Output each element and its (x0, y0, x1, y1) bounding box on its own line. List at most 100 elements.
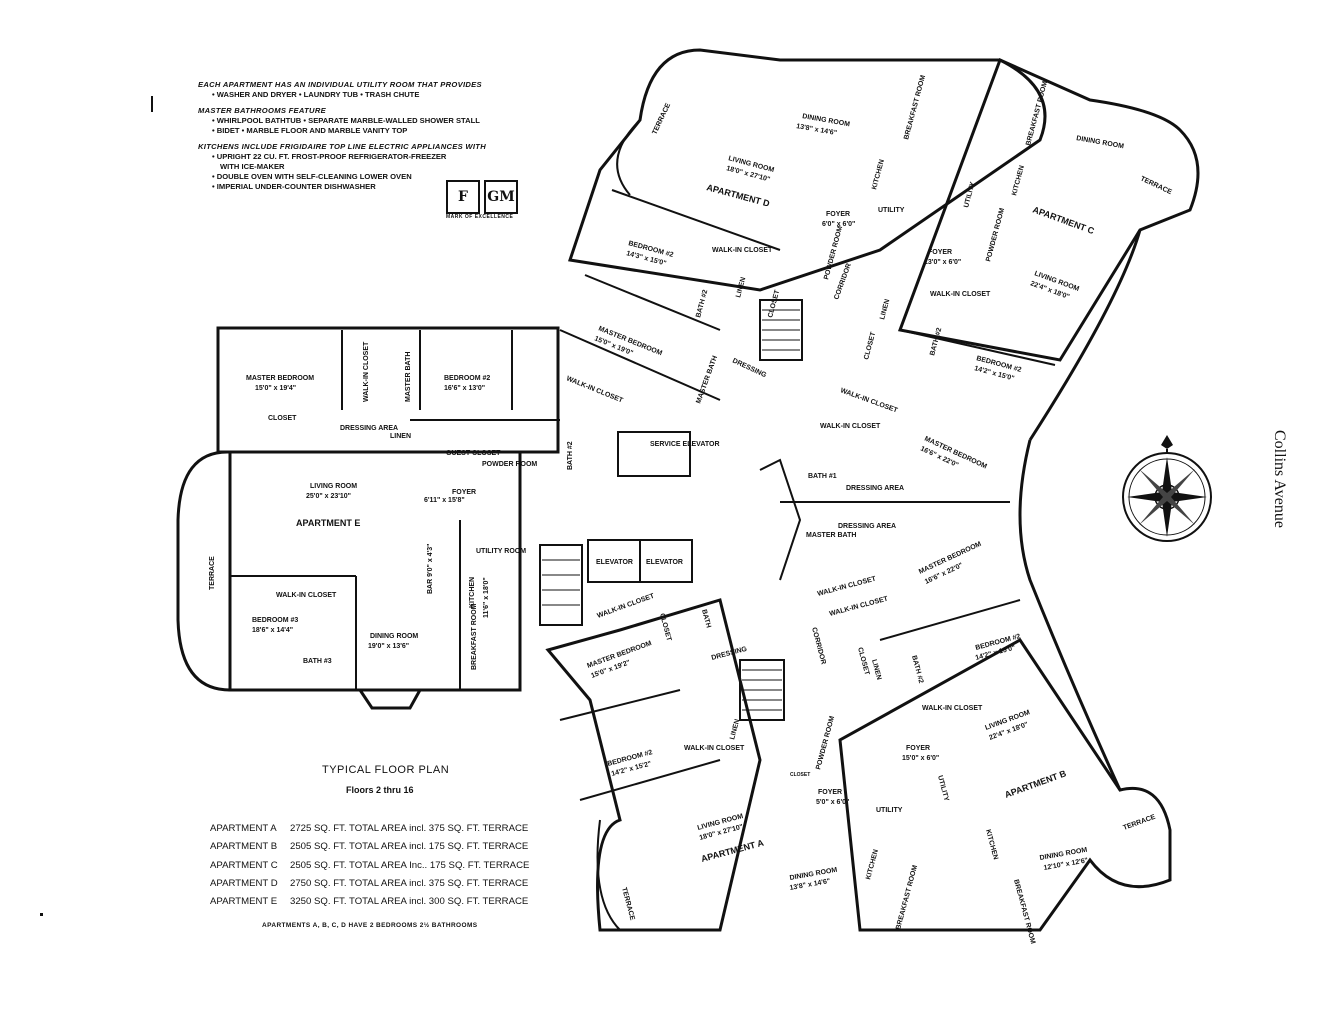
e-closet-label: CLOSET (268, 415, 297, 422)
e-powder-label: POWDER ROOM (482, 461, 537, 468)
d-dining-dim: 13'8" x 14'6" (796, 123, 838, 137)
a-closet-label: CLOSET (658, 613, 672, 643)
c-dining-label: DINING ROOM (1076, 135, 1125, 150)
c-foyer-label: FOYER (928, 249, 952, 256)
b-walkin3-label: WALK-IN CLOSET (922, 705, 983, 712)
apt-e-main (228, 450, 522, 692)
a-walkin2-label: WALK-IN CLOSET (684, 745, 745, 752)
e-bath3-label: BATH #3 (303, 658, 332, 665)
plan-subtitle: Floors 2 thru 16 (346, 785, 414, 795)
c-powder-label: POWDER ROOM (985, 207, 1006, 262)
b-linen-label: LINEN (870, 659, 882, 681)
e-dining-dim: 19'0" x 13'6" (368, 643, 409, 650)
kitchen-item-3: • IMPERIAL UNDER-COUNTER DISHWASHER (212, 182, 376, 191)
b-apartment-label: APARTMENT B (1003, 768, 1068, 800)
e-master-dim: 15'0" x 19'4" (255, 385, 296, 392)
d-closet-label: CLOSET (767, 289, 781, 319)
kitchen-item-1b: WITH ICE-MAKER (220, 162, 285, 171)
bath-line-1: • WHIRLPOOL BATHTUB • SEPARATE MARBLE-WA… (212, 116, 480, 125)
scan-mark (40, 913, 43, 916)
e-kitchen-label: KITCHEN (469, 577, 476, 608)
e-apartment-label: APARTMENT E (296, 518, 360, 528)
e-bed3-label: BEDROOM #3 (252, 617, 298, 624)
b-closet-label: CLOSET (856, 647, 870, 677)
area-value: 2505 SQ. FT. TOTAL AREA Inc.. 175 SQ. FT… (290, 859, 530, 871)
area-value: 2505 SQ. FT. TOTAL AREA incl. 175 SQ. FT… (290, 841, 529, 853)
e-utility-label: UTILITY ROOM (476, 548, 526, 555)
e-bath2-label: BATH #2 (567, 441, 574, 470)
d-powder-label: POWDER ROOM (823, 225, 844, 280)
service-elevator-label: SERVICE ELEVATOR (650, 441, 720, 448)
a-foyer-dim: 5'0" x 6'0" (816, 799, 849, 806)
a-apartment-label: APARTMENT A (700, 837, 765, 863)
e-master-label: MASTER BEDROOM (246, 375, 314, 382)
kitchen-item-1: • UPRIGHT 22 CU. FT. FROST-PROOF REFRIGE… (212, 152, 447, 161)
a-bath-label: BATH (700, 609, 712, 629)
a-closet2-label: CLOSET (790, 772, 810, 778)
b-foyer-label: FOYER (906, 745, 930, 752)
a-powder-label: POWDER ROOM (815, 715, 836, 770)
bath-line-2: • BIDET • MARBLE FLOOR AND MARBLE VANITY… (212, 126, 408, 135)
e-bar-label: BAR 9'0" x 4'3" (427, 544, 434, 594)
e-mbath-label: MASTER BATH (405, 352, 412, 402)
area-value: 2725 SQ. FT. TOTAL AREA incl. 375 SQ. FT… (290, 823, 529, 834)
e-dining-label: DINING ROOM (370, 633, 418, 640)
d-breakfast-label: BREAKFAST ROOM (903, 74, 927, 140)
c-foyer-dim: 13'0" x 6'0" (924, 259, 961, 266)
b-kitchen-label: KITCHEN (984, 829, 999, 861)
gm-logo: GM (484, 180, 518, 214)
b-dressing-label: DRESSING AREA (838, 523, 896, 530)
e-dressing-label: DRESSING AREA (340, 425, 398, 432)
e-living-dim: 25'0" x 23'10" (306, 493, 351, 500)
e-bed3-dim: 18'6" x 14'4" (252, 627, 293, 634)
corridor-south-label: CORRIDOR (810, 627, 827, 666)
utility-heading: EACH APARTMENT HAS AN INDIVIDUAL UTILITY… (198, 80, 482, 89)
area-row: APARTMENT C 2505 SQ. FT. TOTAL AREA Inc..… (210, 857, 529, 875)
area-value: 2750 SQ. FT. TOTAL AREA incl. 375 SQ. FT… (290, 877, 529, 889)
d-bath2-label: BATH #2 (695, 289, 709, 319)
c-closet-label: CLOSET (863, 331, 877, 361)
kitchen-heading: KITCHENS INCLUDE FRIGIDAIRE TOP LINE ELE… (198, 142, 487, 151)
bedrooms-note: APARTMENTS A, B, C, D HAVE 2 BEDROOMS 2½… (262, 922, 478, 929)
c-walkin2-label: WALK-IN CLOSET (839, 387, 899, 414)
d-kitchen-label: KITCHEN (871, 159, 886, 191)
c-bath1-label: BATH #1 (808, 473, 837, 480)
area-apartment: APARTMENT C (210, 859, 278, 871)
apt-e-bay (358, 689, 422, 710)
c-terrace-label: TERRACE (1139, 175, 1173, 196)
d-apartment-label: APARTMENT D (705, 182, 771, 209)
area-apartment: APARTMENT B (210, 841, 278, 853)
kitchen-item-2: • DOUBLE OVEN WITH SELF-CLEANING LOWER O… (212, 172, 412, 181)
c-linen-label: LINEN (879, 298, 891, 320)
b-mbath-label: MASTER BATH (806, 532, 856, 539)
e-bed2-label: BEDROOM #2 (444, 375, 490, 382)
apt-c-outline (897, 57, 1200, 362)
d-utility-label: UTILITY (878, 207, 905, 214)
area-apartment: APARTMENT E (210, 896, 278, 908)
b-breakfast-label: BREAKFAST ROOM (1012, 879, 1036, 945)
c-walkin3-label: WALK-IN CLOSET (820, 423, 881, 430)
corridor-north-label: CORRIDOR (833, 262, 853, 300)
stair-treads (542, 309, 800, 711)
apt-d-outline (568, 48, 1047, 292)
brand-logos: F GM (446, 180, 518, 214)
east-facade (1018, 439, 1122, 791)
apt-e-terrace (176, 450, 231, 692)
scan-mark (151, 96, 153, 112)
d-walkin2-label: WALK-IN CLOSET (565, 375, 624, 404)
e-breakfast-label: BREAKFAST ROOM (471, 603, 478, 670)
a-breakfast-label: BREAKFAST ROOM (895, 864, 919, 930)
c-apartment-label: APARTMENT C (1031, 204, 1096, 236)
a-dining-label: DINING ROOM (789, 867, 838, 882)
elevator-2-label: ELEVATOR (646, 559, 683, 566)
e-walkin2-label: WALK-IN CLOSET (276, 592, 337, 599)
e-walkin-label: WALK-IN CLOSET (363, 341, 370, 402)
a-utility-label: UTILITY (876, 807, 903, 814)
d-foyer-dim: 6'0" x 6'0" (822, 221, 855, 228)
frigidaire-logo: F (446, 180, 480, 214)
area-row: APARTMENT B 2505 SQ. FT. TOTAL AREA incl.… (210, 838, 529, 856)
